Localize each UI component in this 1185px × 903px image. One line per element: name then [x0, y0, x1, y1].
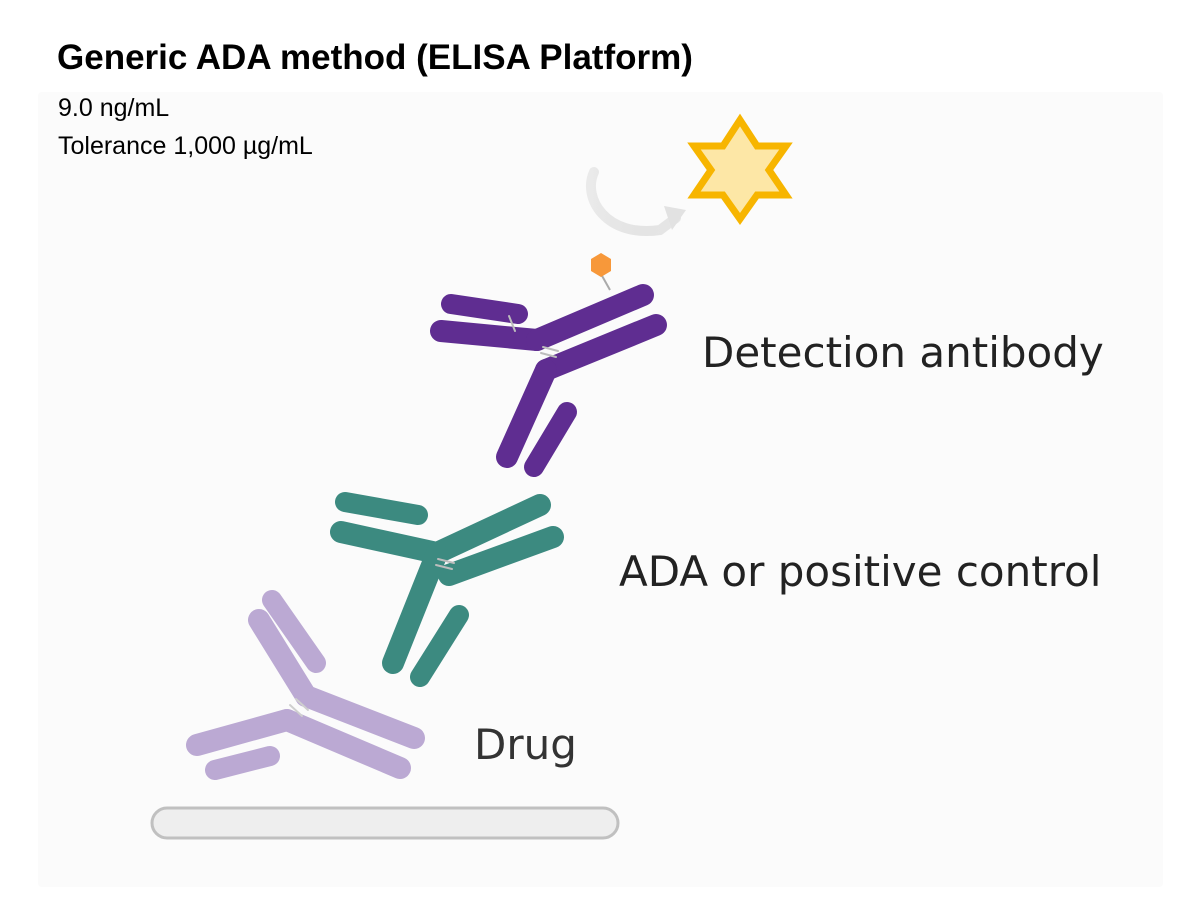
ada-antibody — [330, 492, 564, 687]
sensitivity-text: 9.0 ng/mL — [58, 94, 170, 122]
assay-plate — [150, 806, 620, 840]
reaction-arrow-icon — [585, 167, 681, 237]
tag-linker — [600, 273, 611, 291]
ada-label: ADA or positive control — [619, 547, 1102, 596]
detection-antibody — [430, 284, 667, 477]
label-tag-icon — [591, 253, 611, 277]
drug-label: Drug — [474, 720, 577, 769]
diagram-background — [38, 92, 1163, 887]
detection-antibody-label: Detection antibody — [702, 328, 1104, 377]
reaction-arrowhead-icon — [664, 206, 686, 230]
signal-star-icon — [687, 113, 793, 226]
diagram-title: Generic ADA method (ELISA Platform) — [57, 38, 693, 77]
tolerance-text: Tolerance 1,000 µg/mL — [58, 132, 313, 160]
drug-antibody — [186, 590, 425, 780]
